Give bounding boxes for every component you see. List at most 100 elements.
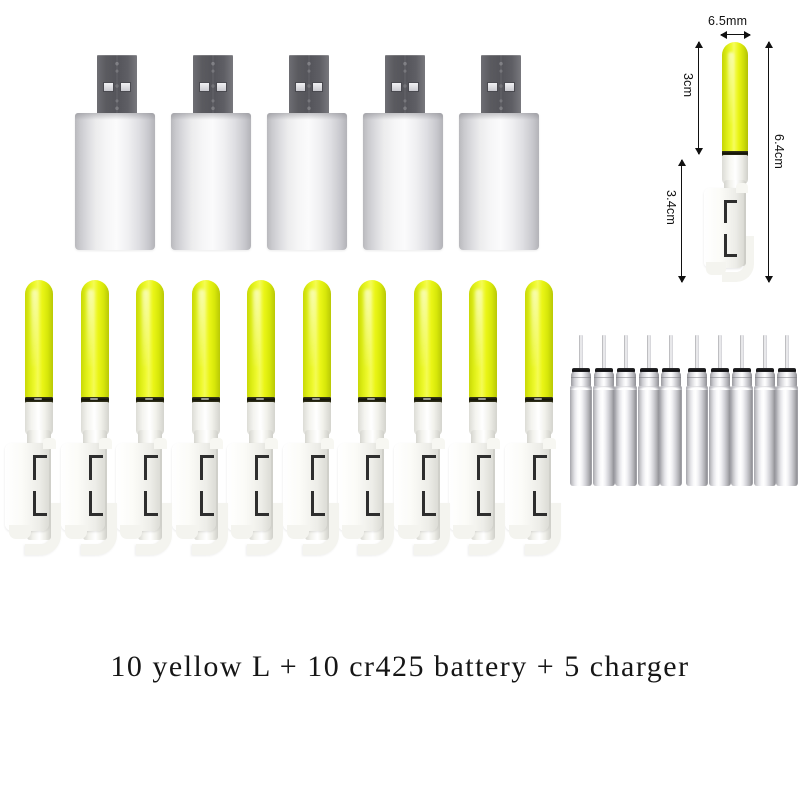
battery-collar: [638, 372, 659, 388]
light-stick-clip-ear: [431, 438, 445, 449]
diagram-band: [722, 151, 748, 156]
battery-collar: [732, 372, 752, 388]
light-stick-clip-slot-upper: [199, 455, 214, 480]
battery-body: [592, 386, 615, 486]
light-stick-band: [302, 397, 331, 403]
battery-collar: [777, 372, 797, 388]
width-dimension-label: 6.5mm: [708, 14, 748, 28]
battery-pin: [695, 335, 699, 371]
battery-body: [731, 386, 753, 486]
battery-ring: [662, 368, 680, 373]
light-stick-clip-slot-lower: [88, 491, 103, 516]
light-stick-clip-foot: [286, 525, 309, 539]
light-stick-hook: [80, 503, 117, 555]
charger-body: [171, 113, 251, 250]
battery-body: [776, 386, 798, 486]
light-stick-hook: [358, 503, 394, 555]
light-stick: [449, 275, 511, 560]
cr425-battery: [753, 335, 776, 487]
light-stick-clip-ear: [265, 438, 278, 449]
light-stick-clip-foot: [397, 525, 420, 539]
cr425-battery: [686, 335, 708, 487]
light-stick-hook: [247, 503, 283, 555]
usb-contact-pad: [391, 82, 402, 92]
usb-charger: [75, 55, 155, 250]
light-stick-clip-ear: [376, 438, 389, 449]
usb-plug: [481, 55, 521, 117]
usb-contact-pad: [199, 82, 210, 92]
battery-body: [660, 386, 682, 486]
light-stick-clip-foot: [508, 525, 531, 539]
total-length-arrow: [763, 41, 775, 283]
light-stick-tip: [136, 280, 164, 398]
battery-pin: [579, 335, 583, 371]
usb-plug: [289, 55, 329, 117]
battery-pin: [624, 335, 628, 371]
cr425-battery: [708, 335, 731, 487]
light-stick: [393, 275, 456, 560]
light-stick-band: [469, 397, 497, 403]
light-stick-tip: [25, 280, 53, 398]
light-stick-band: [358, 397, 386, 403]
battery-body: [637, 386, 660, 486]
battery-collar: [593, 372, 614, 388]
usb-charger: [171, 55, 251, 250]
diagram-hook: [722, 236, 754, 282]
light-stick-tip: [413, 280, 442, 398]
diagram-light-tip: [722, 42, 748, 152]
usb-plug: [193, 55, 233, 117]
light-stick-clip-slot-upper: [310, 455, 325, 480]
light-stick-clip-ear: [154, 438, 167, 449]
diagram-clip-foot: [706, 262, 726, 275]
usb-plug: [97, 55, 137, 117]
light-stick-band: [80, 397, 109, 403]
light-stick-band: [247, 397, 275, 403]
light-stick-clip-foot: [120, 525, 142, 539]
battery-ring: [710, 368, 729, 373]
cr425-battery: [615, 335, 637, 487]
battery-body: [570, 386, 592, 486]
light-stick-clip-slot-lower: [421, 491, 436, 516]
light-stick-band: [413, 397, 442, 403]
light-stick-clip-ear: [98, 438, 112, 449]
cr425-battery: [660, 335, 682, 487]
light-stick-clip-ear: [43, 438, 56, 449]
battery-ring: [778, 368, 796, 373]
light-stick-clip-slot-lower: [199, 491, 214, 516]
light-stick-hook: [302, 503, 339, 555]
light-stick-clip-slot-lower: [532, 491, 547, 516]
light-stick: [116, 275, 178, 560]
battery-collar: [754, 372, 775, 388]
light-stick: [60, 275, 123, 560]
battery-pin: [740, 335, 744, 371]
cr425-battery: [731, 335, 753, 487]
light-stick: [5, 275, 67, 560]
battery-pin: [717, 335, 722, 371]
cr425-battery: [776, 335, 798, 487]
light-stick-band: [136, 397, 164, 403]
battery-ring: [617, 368, 635, 373]
diagram-clip-ear: [736, 183, 748, 193]
light-stick-clip-slot-upper: [421, 455, 436, 480]
battery-pin: [785, 335, 789, 371]
light-stick-hook: [191, 503, 228, 555]
light-stick-clip-slot-lower: [477, 491, 491, 516]
charger-body: [363, 113, 443, 250]
usb-contact-pad: [312, 82, 323, 92]
light-stick-clip-foot: [231, 525, 253, 539]
charger-group: [75, 55, 545, 255]
light-stick-clip-ear: [320, 438, 334, 449]
battery-collar: [616, 372, 636, 388]
light-stick-clip-ear: [487, 438, 500, 449]
light-stick-clip-ear: [542, 438, 556, 449]
yellow-length-arrow: [693, 41, 705, 155]
battery-collar: [661, 372, 681, 388]
light-stick-clip-foot: [453, 525, 475, 539]
light-stick-clip-slot-upper: [255, 455, 269, 480]
battery-collar: [687, 372, 707, 388]
cr425-battery: [592, 335, 615, 487]
light-stick-hook: [524, 503, 561, 555]
light-stick-hook: [136, 503, 172, 555]
usb-charger: [363, 55, 443, 250]
